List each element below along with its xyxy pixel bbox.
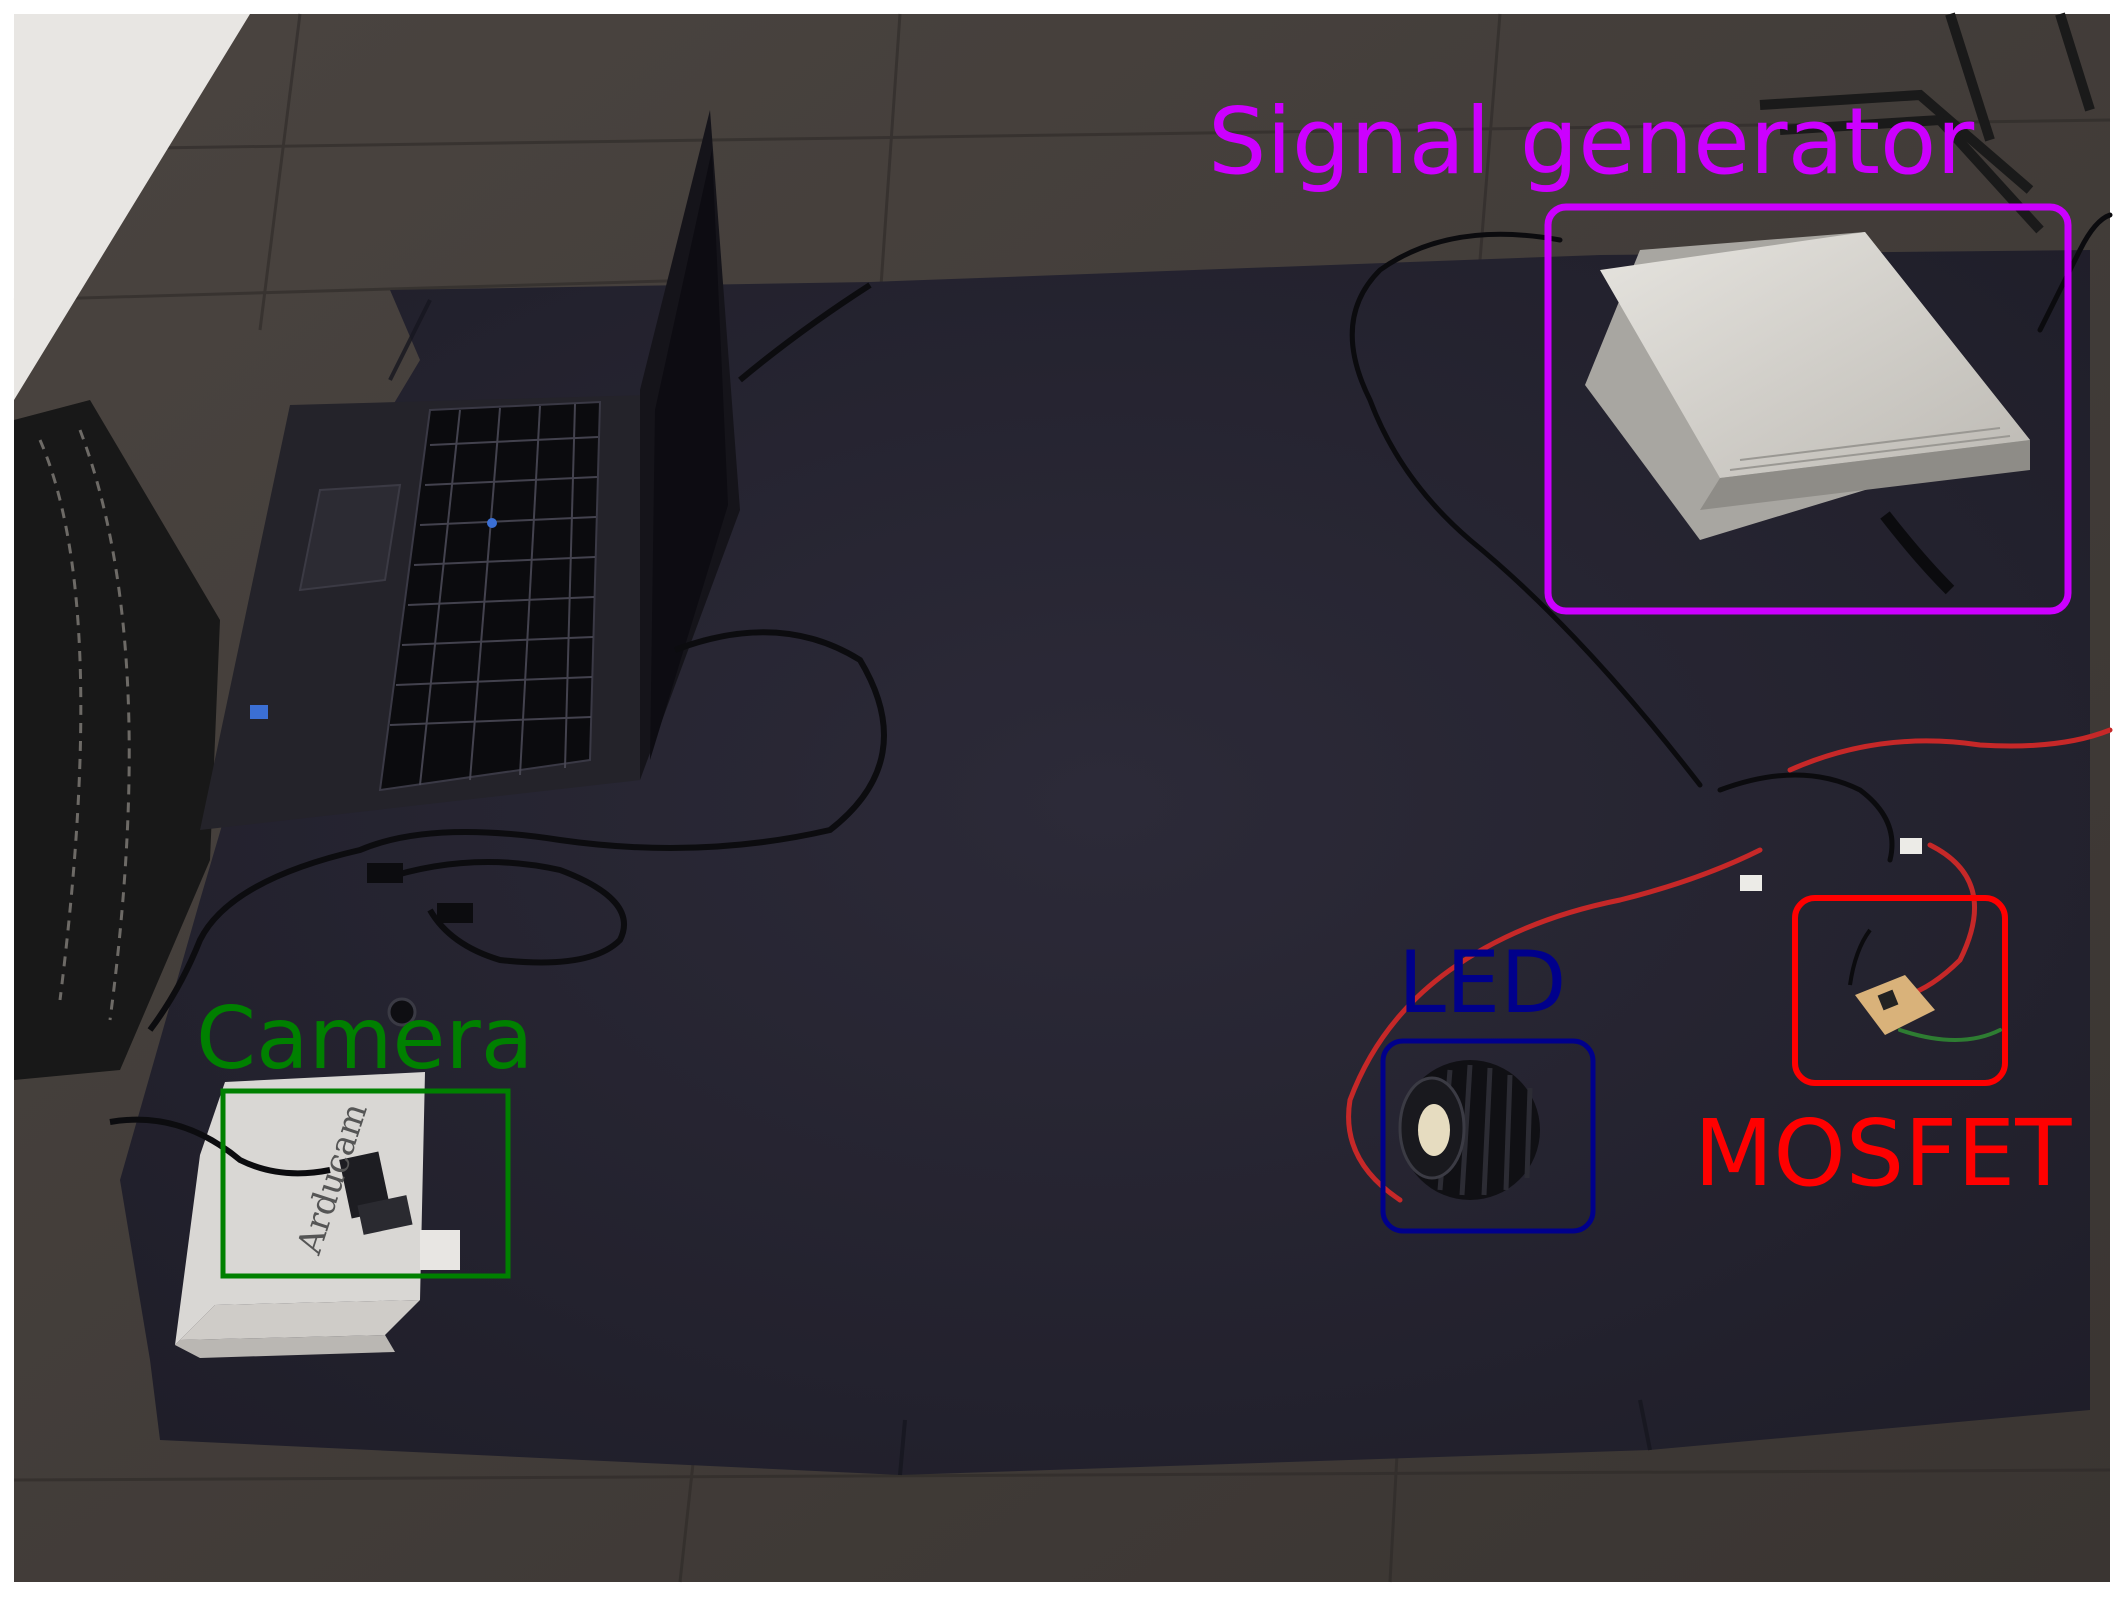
mosfet-label: MOSFET [1694,1100,2072,1207]
signal-generator-device [1585,232,2030,595]
signal-generator-label: Signal generator [1208,88,1975,195]
mosfet-device [1848,928,1935,1035]
wiring [1346,212,2113,1203]
chair-left [14,400,220,1080]
mosfet-box [1792,895,2008,1086]
camera-label: Camera [196,989,534,1089]
camera-box [220,1088,511,1279]
led-device [1398,1060,1540,1200]
led-box [1380,1038,1596,1234]
led-label: LED [1398,933,1567,1033]
signal-generator-box [1544,203,2072,615]
laptop [200,110,740,830]
laptop-cables [147,282,887,1032]
